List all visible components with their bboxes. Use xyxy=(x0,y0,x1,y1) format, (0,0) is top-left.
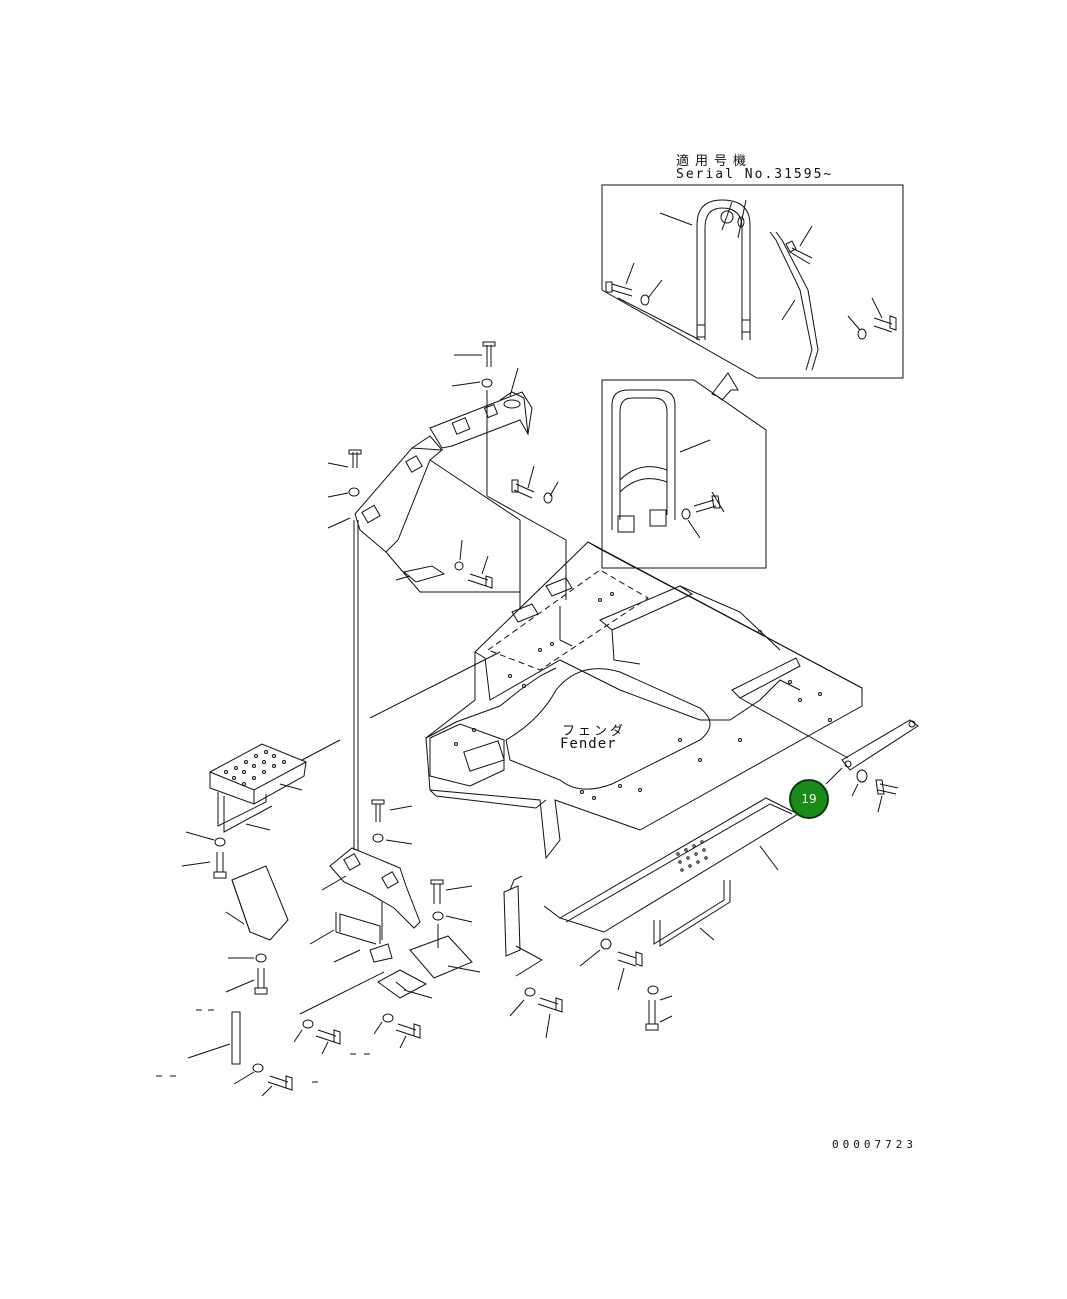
side-bar-assembly xyxy=(826,720,918,812)
bolt-fender xyxy=(618,952,642,966)
bolt-19 xyxy=(876,780,898,794)
washer-19 xyxy=(857,770,867,782)
step-holes xyxy=(225,751,286,786)
step-clip xyxy=(404,566,444,582)
fender-label-ja: フェンダ xyxy=(562,724,627,739)
left-step xyxy=(156,740,340,1096)
handrail-crossbar xyxy=(620,467,667,492)
frame-holes xyxy=(455,593,832,800)
inset-bent-rod xyxy=(770,232,818,370)
handrail-bolt xyxy=(694,496,720,512)
step-stay xyxy=(218,792,272,832)
step-plate xyxy=(210,744,306,804)
lower-brackets xyxy=(294,800,562,1054)
small-bracket xyxy=(504,886,520,956)
inset-washer-left xyxy=(641,295,649,305)
top-plate xyxy=(430,392,532,448)
bolt-flat-bar xyxy=(268,1076,292,1090)
inset-bolt-lower-right xyxy=(874,316,896,332)
handrail-foot-left xyxy=(618,516,634,532)
bolt-cover-a xyxy=(431,880,443,904)
left-upper-bracket xyxy=(355,448,442,552)
serial-title-en: Serial No.31595~ xyxy=(676,167,834,182)
inset-washer-lower-right xyxy=(858,329,866,339)
bolt-guard xyxy=(255,968,267,994)
bolt-center xyxy=(512,480,534,498)
bolt-small-bracket xyxy=(538,998,562,1012)
main-frame xyxy=(370,542,862,858)
inset-bolt-left xyxy=(606,282,632,296)
fender-label-en: Fender xyxy=(560,736,617,752)
bolt-top xyxy=(483,342,495,367)
bolt-step xyxy=(214,852,226,878)
side-bar xyxy=(842,720,918,770)
arrow-up-icon xyxy=(712,373,738,400)
front-box xyxy=(430,724,504,786)
serial-inset xyxy=(602,185,903,378)
fender-cover xyxy=(560,798,798,932)
inset-handrail xyxy=(697,200,750,340)
bolt-cover-b1 xyxy=(316,1030,340,1044)
lower-plate xyxy=(330,848,420,928)
fender-plate xyxy=(544,798,798,1030)
serial-title-ja: 適用号機 xyxy=(676,154,753,169)
fender-dots xyxy=(677,841,707,871)
upper-brackets xyxy=(328,342,566,850)
washer-top xyxy=(482,379,492,387)
lower-cover-b xyxy=(378,970,426,998)
callout-label: 19 xyxy=(801,792,817,806)
bolt-lower-top xyxy=(372,800,384,822)
washer-left-top xyxy=(349,488,359,496)
deck-area-dashed xyxy=(488,570,648,670)
handrail-washer xyxy=(682,509,690,519)
frame-opening xyxy=(506,669,710,790)
inset-nut xyxy=(721,211,733,223)
inset-washer xyxy=(738,217,744,227)
handrail-foot-right xyxy=(650,510,666,526)
handrail-frame xyxy=(602,380,766,568)
callout-badge-19[interactable]: 19 xyxy=(789,779,829,819)
rear-crossmember xyxy=(600,586,692,630)
inset-handrail-foot-left xyxy=(697,325,705,337)
inset-handrail-foot-right xyxy=(742,320,750,332)
fender-stay xyxy=(654,880,730,946)
handrail-inset xyxy=(602,380,766,568)
lower-bracket xyxy=(336,912,380,944)
inset-frame xyxy=(602,185,903,378)
inset-bolt-upper-right xyxy=(786,241,812,264)
lower-cover-a xyxy=(410,936,472,978)
drawing-number: 00007723 xyxy=(832,1138,917,1151)
bolt-stay xyxy=(646,1000,658,1030)
flat-bar xyxy=(232,1012,240,1064)
mesh-pad-icon xyxy=(452,418,469,434)
handrail-loop xyxy=(612,390,675,530)
bolt-mid xyxy=(468,574,492,588)
bolt-left-top xyxy=(349,450,361,468)
bolt-cover-b2 xyxy=(396,1024,420,1038)
